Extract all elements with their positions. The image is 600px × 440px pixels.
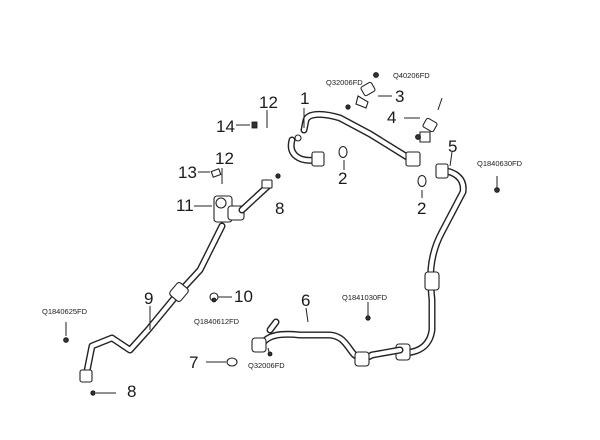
callout-5: 5: [448, 137, 457, 156]
code-q1840625fd: Q1840625FD: [42, 307, 88, 316]
callout-14: 14: [216, 117, 235, 136]
bolt-8-upper-icon: [275, 173, 281, 179]
part-6-lower-hose: [251, 318, 404, 367]
o-ring-2-right: [417, 174, 427, 188]
code-q32006fd-bottom: Q32006FD: [248, 361, 285, 370]
o-ring-2-upper: [338, 145, 348, 159]
part-3-fitting: [355, 81, 376, 109]
callout-11: 11: [176, 196, 194, 215]
callout-2-right: 2: [417, 199, 426, 218]
code-q40206fd: Q40206FD: [393, 71, 430, 80]
bolt-8-lower-icon: [90, 390, 96, 396]
pipe-1-fitting-right: [405, 151, 421, 167]
pipe-1-fitting-left: [311, 151, 325, 167]
callout-7: 7: [189, 353, 198, 372]
part-1-upper-pipe: [287, 110, 421, 167]
bolt-q32006-top-icon: [345, 104, 351, 110]
part-5-right-hose: [395, 163, 467, 361]
bolt-q40206-icon: [373, 72, 379, 78]
callout-13: 13: [178, 163, 197, 182]
code-q1841030fd: Q1841030FD: [342, 293, 388, 302]
part-9-left-pipe: [79, 222, 226, 383]
part-11-valve-assembly: [213, 179, 273, 223]
bolt-q1841030-icon: [365, 315, 371, 321]
code-q1840612fd: Q1840612FD: [194, 317, 240, 326]
callout-6: 6: [301, 291, 310, 310]
callout-9: 9: [144, 289, 153, 308]
callout-12-lower: 12: [215, 149, 234, 168]
bolt-q1840612-icon: [211, 297, 217, 303]
bolt-q1840630-icon: [494, 187, 500, 193]
part-13-clip: [210, 168, 222, 178]
bolt-q1840625-icon: [63, 337, 69, 343]
callout-8-lower: 8: [127, 382, 136, 401]
callout-10: 10: [234, 287, 253, 306]
part-4-fitting: [419, 117, 438, 143]
code-q32006fd-top: Q32006FD: [326, 78, 363, 87]
callout-4: 4: [387, 108, 396, 127]
code-q1840630fd: Q1840630FD: [477, 159, 523, 168]
o-ring-7: [226, 357, 238, 367]
callout-3: 3: [395, 87, 404, 106]
callout-1: 1: [300, 89, 309, 108]
callout-12-upper: 12: [259, 93, 278, 112]
callout-2-upper: 2: [338, 169, 347, 188]
bolt-4-icon: [415, 134, 421, 140]
part-14-clip-icon: [251, 121, 258, 129]
callout-8-upper: 8: [275, 199, 284, 218]
bolt-q32006-bottom-icon: [267, 351, 273, 357]
